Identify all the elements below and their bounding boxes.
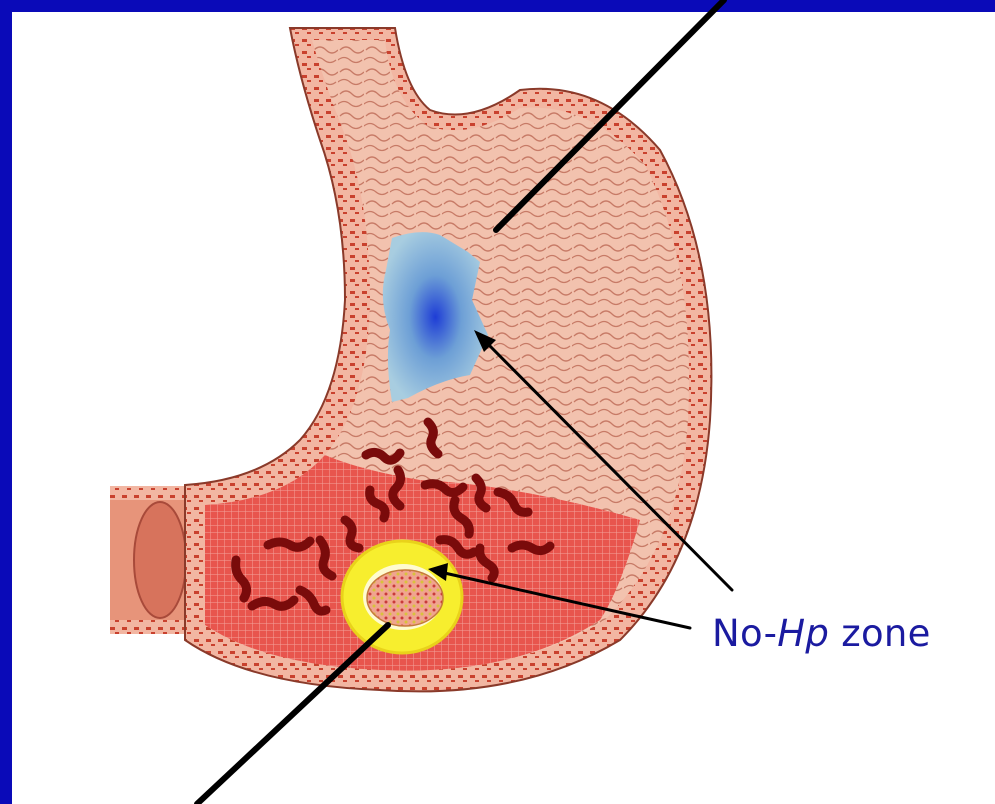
label-italic: Hp <box>777 612 829 655</box>
label-suffix: zone <box>829 612 931 655</box>
ulcer <box>342 541 462 653</box>
label-prefix: No- <box>712 612 777 655</box>
duodenum <box>110 486 190 634</box>
no-hp-zone-label: No-Hp zone <box>712 612 931 655</box>
